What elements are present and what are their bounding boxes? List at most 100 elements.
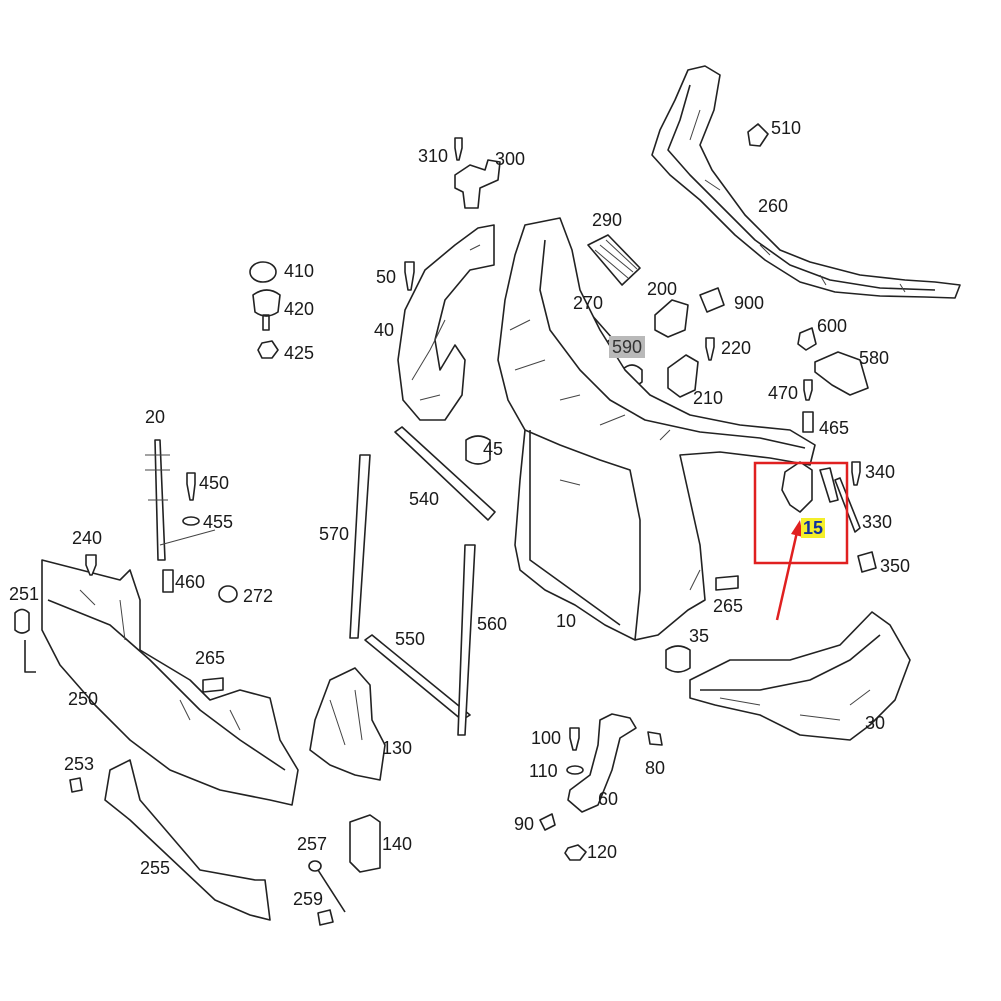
bracket-580 xyxy=(814,351,869,396)
label-460: 460 xyxy=(175,572,206,592)
bracket-140 xyxy=(349,814,381,873)
lower-right-bracket-30 xyxy=(689,611,911,741)
mount-420 xyxy=(252,289,281,331)
label-255: 255 xyxy=(140,858,171,878)
label-265-right: 265 xyxy=(713,596,744,616)
bolt-265-left xyxy=(202,677,224,693)
clip-510 xyxy=(747,123,769,147)
label-260: 260 xyxy=(758,196,789,216)
label-100: 100 xyxy=(531,728,562,748)
washer-110 xyxy=(566,765,584,775)
label-580: 580 xyxy=(859,348,890,368)
seal-570 xyxy=(349,454,371,639)
bolt-220 xyxy=(705,337,715,361)
harness-20 xyxy=(145,439,216,561)
bolt-240 xyxy=(85,554,97,576)
bumper-35 xyxy=(665,645,691,673)
clip-272 xyxy=(218,585,238,603)
label-270: 270 xyxy=(573,293,604,313)
label-20: 20 xyxy=(145,407,166,427)
label-560: 560 xyxy=(477,614,508,634)
label-259: 259 xyxy=(293,889,324,909)
label-50: 50 xyxy=(376,267,397,287)
cap-410 xyxy=(249,261,277,283)
bolt-50 xyxy=(404,261,415,291)
label-220: 220 xyxy=(721,338,752,358)
label-80: 80 xyxy=(645,758,666,778)
label-340: 340 xyxy=(865,462,896,482)
label-310: 310 xyxy=(418,146,449,166)
label-10: 10 xyxy=(556,611,577,631)
upper-crossmember-260 xyxy=(651,65,961,299)
bolt-450 xyxy=(186,472,196,501)
highlight-box xyxy=(753,461,849,565)
nut-425 xyxy=(257,340,279,359)
label-250: 250 xyxy=(68,689,99,709)
cable-257 xyxy=(317,869,346,913)
air-guide-130 xyxy=(309,667,386,781)
label-600: 600 xyxy=(817,316,848,336)
bracket-251b xyxy=(24,640,36,673)
label-35: 35 xyxy=(689,626,710,646)
label-450: 450 xyxy=(199,473,230,493)
ring-257 xyxy=(308,860,322,872)
bolt-265-right xyxy=(715,575,739,591)
label-465: 465 xyxy=(819,418,850,438)
label-110: 110 xyxy=(529,761,558,781)
label-470: 470 xyxy=(768,383,799,403)
label-90: 90 xyxy=(514,814,535,834)
nut-350 xyxy=(857,551,877,573)
bolt-259 xyxy=(317,909,334,926)
bolt-100 xyxy=(569,727,580,751)
spacer-465 xyxy=(802,411,814,433)
label-540: 540 xyxy=(409,489,440,509)
bracket-60 xyxy=(567,713,637,813)
label-240: 240 xyxy=(72,528,103,548)
washer-455 xyxy=(182,516,200,526)
label-15: 15 xyxy=(801,518,826,538)
label-410: 410 xyxy=(284,261,315,281)
label-210: 210 xyxy=(693,388,724,408)
label-200: 200 xyxy=(647,279,678,299)
grille-290 xyxy=(587,234,641,286)
nut-120 xyxy=(564,844,587,861)
label-253: 253 xyxy=(64,754,95,774)
label-570: 570 xyxy=(319,524,350,544)
seal-550 xyxy=(364,634,471,721)
bolt-310 xyxy=(454,137,463,161)
bumper-45 xyxy=(465,435,491,465)
label-30: 30 xyxy=(865,713,886,733)
bolt-253 xyxy=(69,777,83,793)
label-590: 590 xyxy=(609,336,646,358)
label-265-left: 265 xyxy=(195,648,226,668)
strut-255 xyxy=(104,759,271,921)
bolt-470 xyxy=(803,379,813,401)
label-130: 130 xyxy=(382,738,413,758)
bracket-15 xyxy=(781,461,839,513)
bolt-80 xyxy=(647,731,663,746)
label-330: 330 xyxy=(862,512,893,532)
label-510: 510 xyxy=(771,118,802,138)
label-272: 272 xyxy=(243,586,274,606)
label-300: 300 xyxy=(495,149,526,169)
bracket-300 xyxy=(454,159,501,209)
label-251: 251 xyxy=(9,584,40,604)
label-420: 420 xyxy=(284,299,315,319)
seal-540 xyxy=(394,426,496,521)
front-end-carrier-10 xyxy=(497,217,816,641)
bolt-340 xyxy=(851,461,861,486)
label-40: 40 xyxy=(374,320,395,340)
sleeve-460 xyxy=(162,569,174,593)
bracket-200 xyxy=(654,299,689,338)
label-455: 455 xyxy=(203,512,234,532)
label-140: 140 xyxy=(382,834,413,854)
bolt-90 xyxy=(539,813,556,831)
pointer-arrowhead xyxy=(791,520,803,537)
label-425: 425 xyxy=(284,343,315,363)
label-60: 60 xyxy=(598,789,619,809)
headlamp-bracket-40 xyxy=(397,224,495,421)
label-257: 257 xyxy=(297,834,328,854)
label-350: 350 xyxy=(880,556,911,576)
